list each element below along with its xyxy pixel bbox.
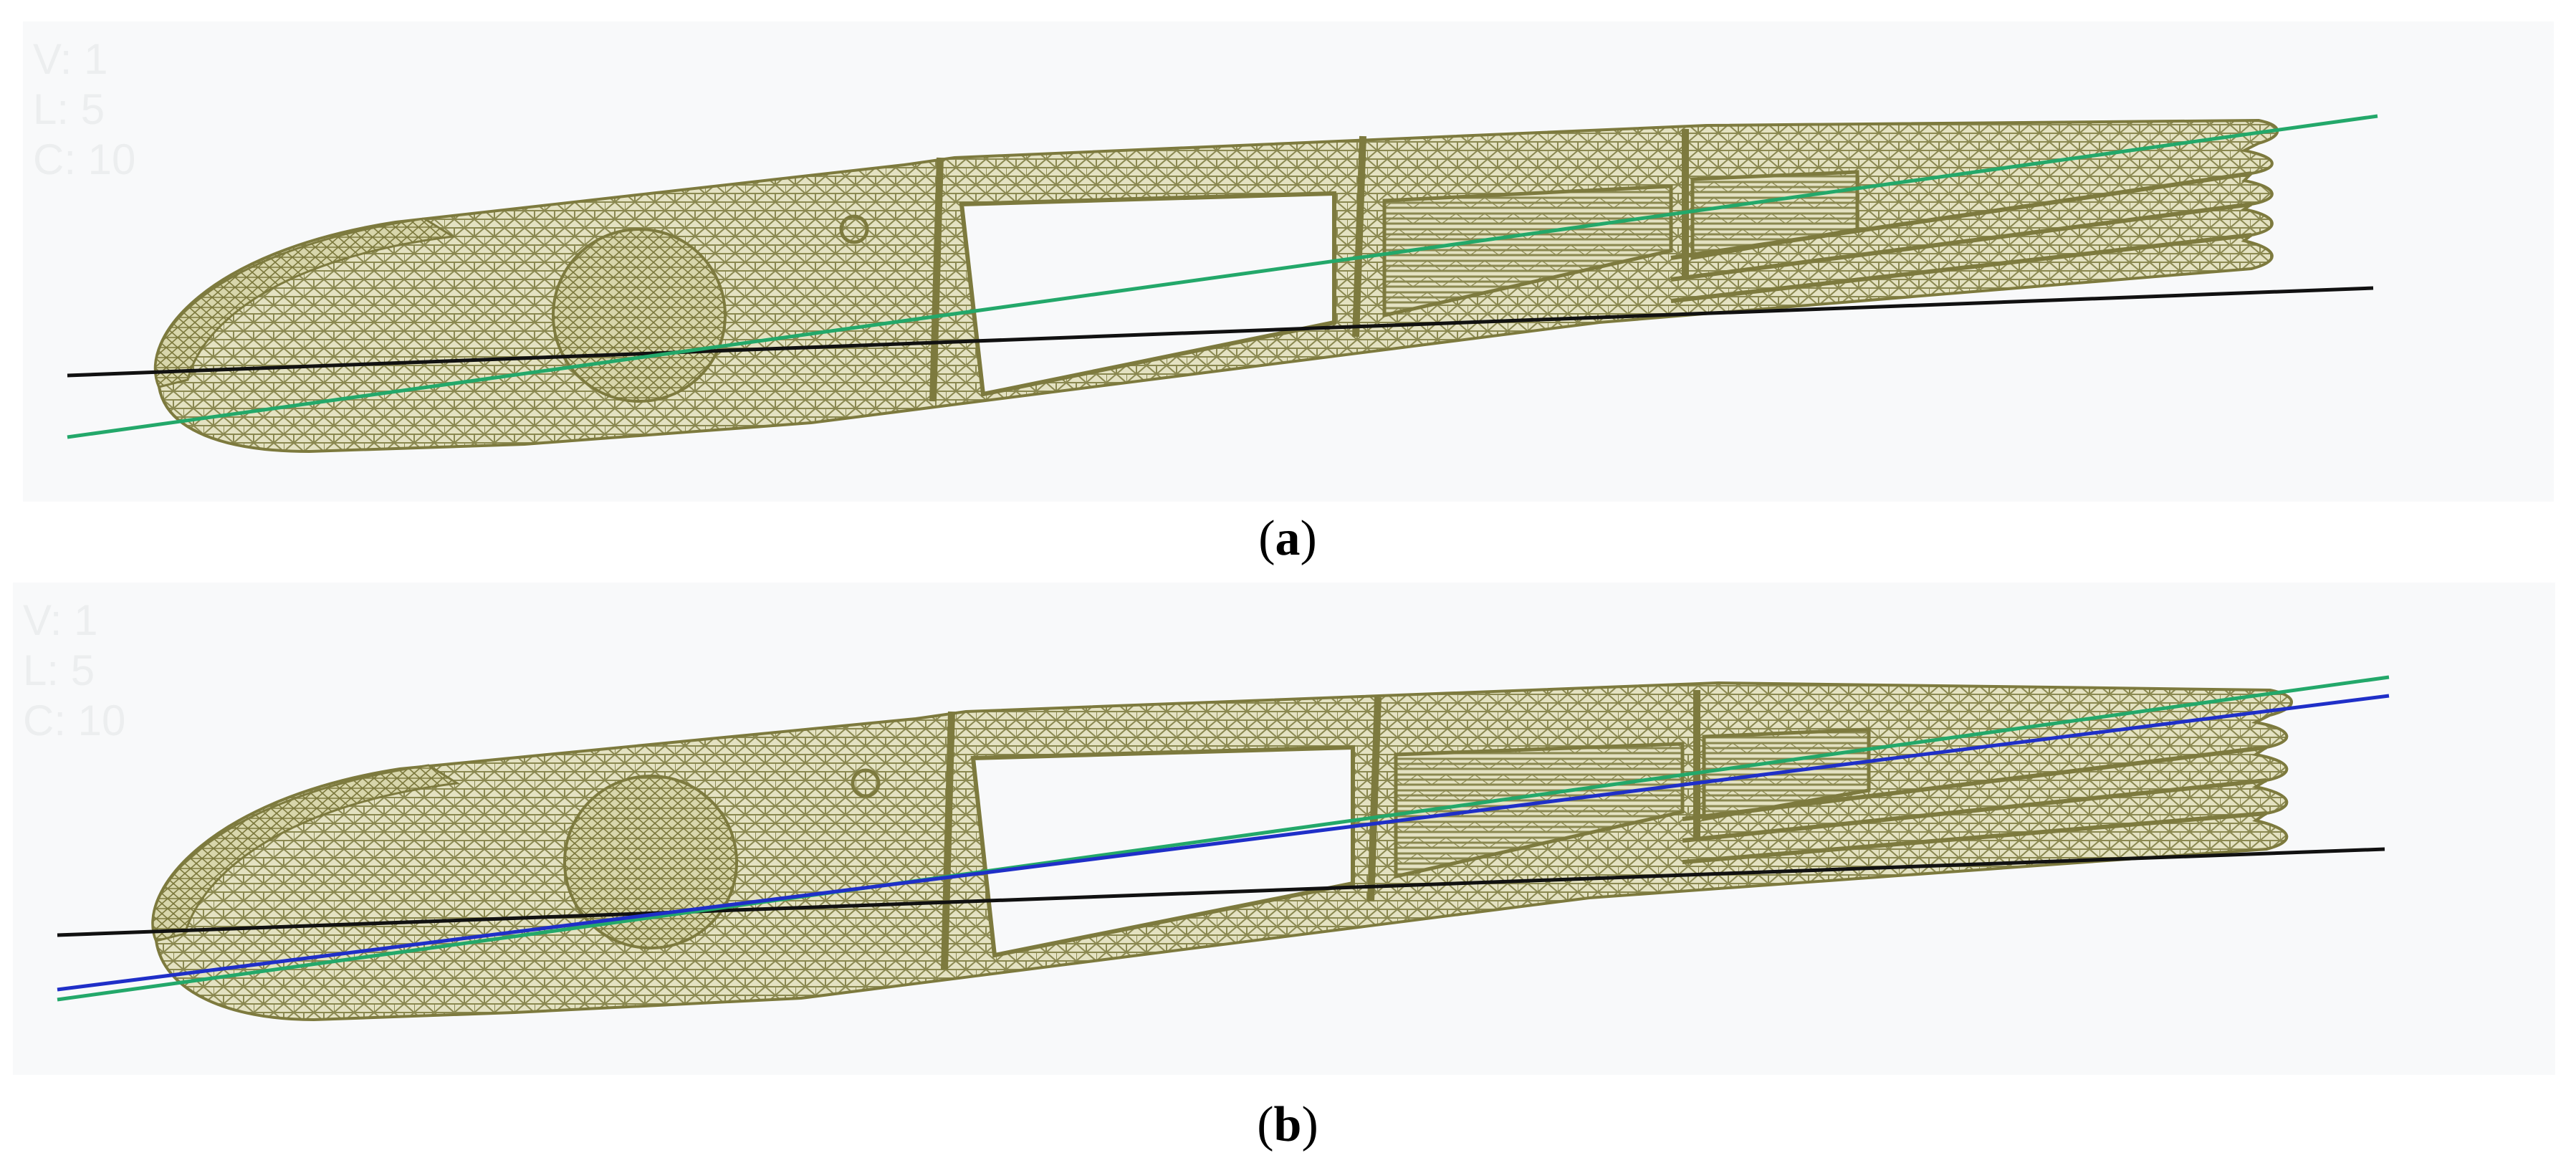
prong-edges (1682, 745, 2267, 864)
hud-c-label: C: 10 (23, 697, 126, 745)
reference-line-black (67, 286, 2374, 378)
reference-line-green (57, 675, 2390, 1002)
mesh-viewer-b: V: 1 L: 5 C: 10 (13, 583, 2555, 1075)
caption-close: ) (1301, 1097, 1318, 1152)
spar (1352, 135, 1366, 338)
reference-line-green (67, 114, 2378, 439)
spar (941, 711, 955, 970)
reference-line-blue (57, 694, 2390, 992)
caption-open: ( (1258, 511, 1275, 566)
reference-line-black (57, 847, 2385, 937)
window-opening (959, 191, 1336, 397)
window-opening-2 (1382, 184, 1673, 318)
caption-a: (a) (1216, 510, 1359, 568)
window-opening-2 (1394, 742, 1685, 879)
bolt-hole (839, 214, 869, 244)
hud-c-label: C: 10 (33, 135, 136, 183)
mesh-viewer-a: V: 1 L: 5 C: 10 (23, 21, 2554, 502)
hub-circle (552, 228, 727, 403)
hud-l-label: L: 5 (33, 85, 105, 133)
hud-v-label: V: 1 (33, 35, 108, 83)
bolt-hole (851, 768, 881, 798)
prong-edges (1670, 171, 2252, 303)
caption-close: ) (1300, 511, 1317, 566)
spar (929, 157, 944, 402)
hud-overlay: V: 1 L: 5 C: 10 (23, 595, 125, 746)
caption-letter: b (1273, 1097, 1302, 1152)
hud-v-label: V: 1 (23, 596, 98, 644)
mesh-model-a (67, 114, 2378, 454)
leading-edge (151, 764, 461, 942)
caption-letter: a (1275, 511, 1301, 566)
hud-l-label: L: 5 (23, 646, 95, 694)
mesh-model-b (57, 675, 2390, 1022)
spar (1367, 697, 1382, 902)
hub-circle (563, 775, 738, 949)
caption-b: (b) (1216, 1096, 1359, 1154)
hud-overlay: V: 1 L: 5 C: 10 (33, 34, 135, 185)
window-opening-3 (1702, 727, 1871, 821)
caption-open: ( (1257, 1097, 1274, 1152)
